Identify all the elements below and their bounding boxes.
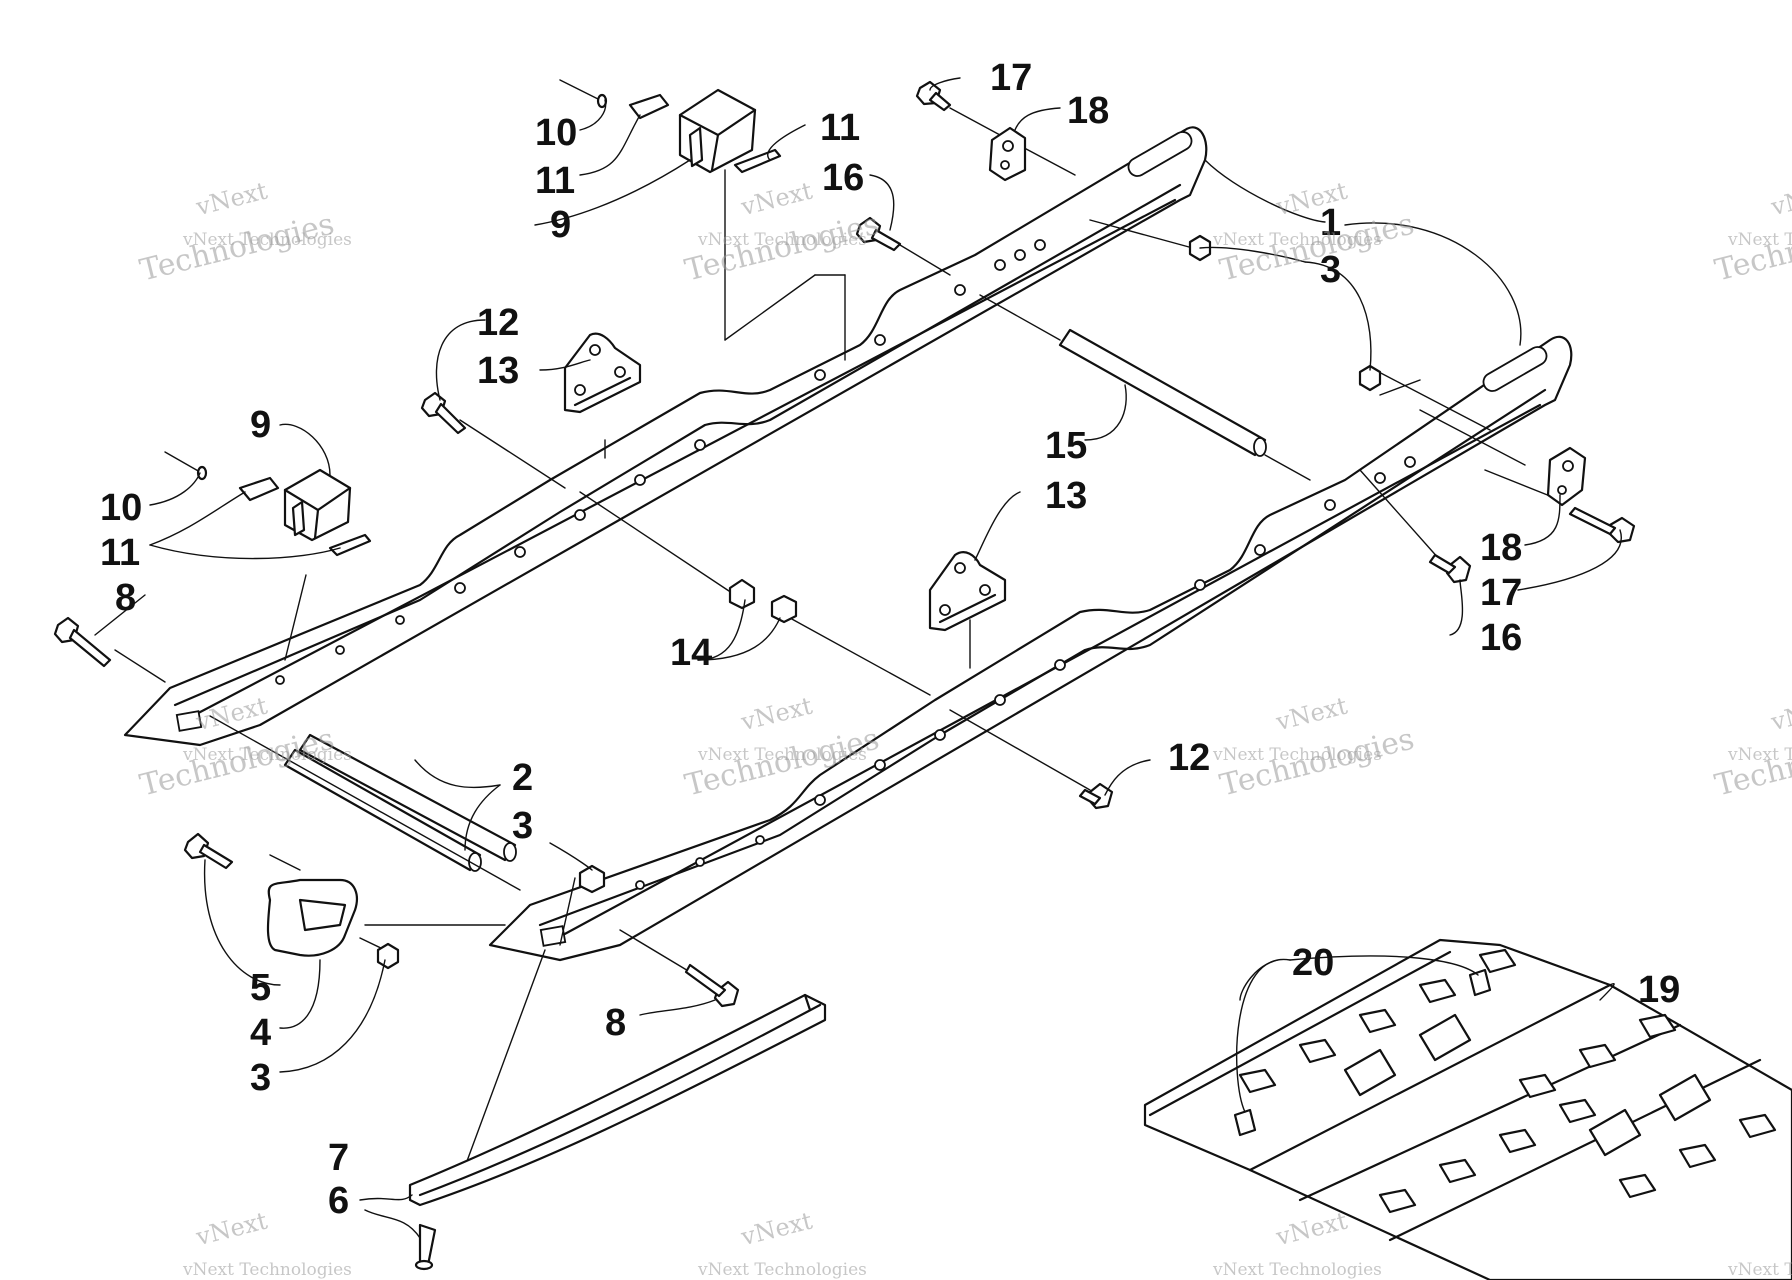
track-windows	[1343, 1013, 1712, 1157]
right-slide-rail	[488, 335, 1573, 962]
callout-11-lower: 11	[100, 532, 140, 574]
callout-3-bumper: 3	[250, 1057, 271, 1099]
bumper-9-upper	[559, 79, 782, 174]
callout-20: 20	[1292, 942, 1334, 984]
bolt-5	[183, 832, 234, 870]
bolt-16-lower	[1428, 553, 1472, 584]
callout-11-upper-left: 11	[535, 160, 575, 202]
callout-14: 14	[670, 632, 712, 674]
callout-7: 7	[328, 1137, 349, 1179]
watermark-line1: vNext	[738, 691, 816, 736]
callout-13-upper: 13	[477, 350, 519, 392]
bolt-17-upper	[915, 80, 952, 112]
track-clip-20a	[1233, 1108, 1257, 1137]
watermark-line1: vNext	[1768, 176, 1792, 221]
callout-leaders	[94, 77, 1622, 1239]
bracket-18-upper	[988, 126, 1027, 182]
bolt-16-upper	[855, 216, 902, 252]
callout-11-upper-right: 11	[820, 107, 860, 149]
callout-19: 19	[1638, 969, 1680, 1011]
left-slide-rail	[123, 126, 1208, 747]
wear-strip-7	[408, 993, 827, 1207]
callout-12-upper: 12	[477, 302, 519, 344]
callout-12-lower: 12	[1168, 737, 1210, 779]
bolt-8-left	[53, 616, 112, 668]
bolt-8-lower	[684, 963, 740, 1008]
track-lugs	[1238, 948, 1777, 1214]
watermark-line1: vNext	[1273, 1206, 1351, 1251]
callout-6: 6	[328, 1180, 349, 1222]
screw-6	[414, 1223, 437, 1271]
callout-1: 1	[1320, 202, 1341, 244]
watermark-line2: vNext Technologies	[1212, 1260, 1382, 1280]
callout-9-upper: 9	[550, 204, 571, 246]
callout-18-lower: 18	[1480, 527, 1522, 569]
watermark-line2: vNext Technologies	[697, 230, 867, 250]
assembly-lines	[114, 107, 1561, 1181]
bolts	[53, 80, 1636, 1271]
left-rail-holes	[275, 239, 1046, 685]
callout-9-lower: 9	[250, 404, 271, 446]
rear-cross-shaft-15	[1058, 328, 1267, 457]
callout-4: 4	[250, 1012, 271, 1054]
track-19	[1143, 938, 1792, 1280]
bracket-18-lower	[1546, 446, 1587, 507]
bracket-13-lower	[928, 551, 1007, 632]
callout-10-upper: 10	[535, 112, 577, 154]
watermark-line2: vNext Technologies	[182, 1260, 352, 1280]
callout-17-upper: 17	[990, 57, 1032, 99]
callout-16-upper: 16	[822, 157, 864, 199]
callout-3-front: 3	[512, 805, 533, 847]
callout-labels: 1 2 3 3 3 4 5 6 7 8 8 9 9 10 10 11 11 11…	[100, 57, 1680, 1222]
watermark-line2: vNext Technologies	[1727, 230, 1792, 250]
watermark-line1: vNext	[193, 176, 271, 221]
callout-8-front: 8	[115, 577, 136, 619]
watermark-line1: vNext	[738, 1206, 816, 1251]
watermark-line2: vNext Technologies	[1727, 1260, 1792, 1280]
watermark-line2: vNext Technologies	[1727, 745, 1792, 765]
callout-2: 2	[512, 757, 533, 799]
bumper-4	[266, 878, 358, 957]
right-rail-holes	[635, 456, 1416, 890]
watermark-line2: vNext Technologies	[697, 745, 867, 765]
callout-16-lower: 16	[1480, 617, 1522, 659]
watermark-line2: vNext Technologies	[1212, 745, 1382, 765]
callout-18-upper: 18	[1067, 90, 1109, 132]
callout-13-lower: 13	[1045, 475, 1087, 517]
bolt-17-lower	[1568, 506, 1636, 544]
callout-8-lower: 8	[605, 1002, 626, 1044]
watermark-line2: vNext Technologies	[182, 230, 352, 250]
watermark-line2: vNext Technologies	[182, 745, 352, 765]
watermark-line2: vNext Technologies	[1212, 230, 1382, 250]
track-clip-20b	[1468, 968, 1492, 997]
watermark-line1: vNext	[1273, 691, 1351, 736]
callout-15: 15	[1045, 425, 1087, 467]
watermark-line2: vNext Technologies	[697, 1260, 867, 1280]
watermark-line1: vNext	[193, 1206, 271, 1251]
callout-3-rear: 3	[1320, 249, 1341, 291]
bracket-13-upper	[563, 332, 642, 414]
watermark-line1: vNext	[1768, 691, 1792, 736]
callout-5: 5	[250, 967, 271, 1009]
bolt-12-upper	[420, 391, 467, 435]
callout-17-lower: 17	[1480, 572, 1522, 614]
callout-10-lower: 10	[100, 487, 142, 529]
bolt-12-lower	[1078, 782, 1114, 810]
bumper-9-lower	[164, 451, 372, 557]
watermark-line1: vNext	[738, 176, 816, 221]
